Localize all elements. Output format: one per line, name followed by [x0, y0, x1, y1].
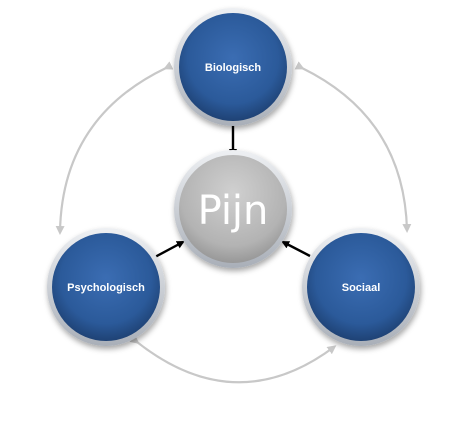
inner-arrows: [154, 124, 311, 259]
node-label-sociaal: Sociaal: [342, 282, 381, 294]
node-label-psychologisch: Psychologisch: [67, 282, 145, 294]
center-label-pijn: Pijn: [198, 188, 269, 234]
node-sociaal: Sociaal: [302, 228, 420, 346]
node-biologisch: Biologisch: [174, 8, 292, 126]
node-psychologisch: Psychologisch: [47, 228, 165, 346]
connector-top-left: [55, 61, 174, 235]
arrow-right-to-center: [281, 240, 311, 258]
node-label-biologisch: Biologisch: [205, 62, 262, 74]
arrow-left-to-center: [154, 240, 185, 259]
connector-bottom: [129, 334, 337, 384]
outer-connectors: [55, 61, 412, 384]
connector-top-right: [294, 61, 412, 233]
node-pijn: Pijn: [174, 150, 292, 268]
